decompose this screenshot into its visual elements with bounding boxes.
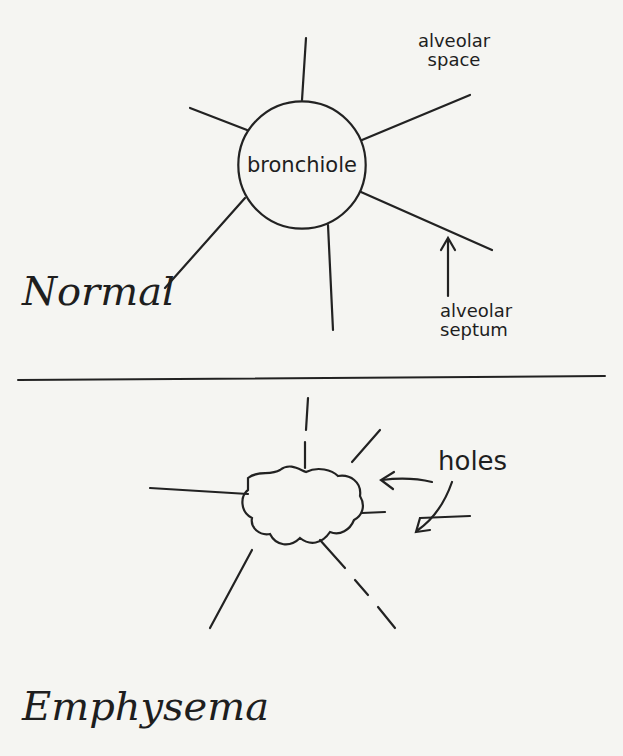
panel-title: Emphysema	[22, 685, 282, 727]
alveolar-septum-line	[165, 198, 245, 288]
broken-septum	[210, 550, 252, 628]
annotation-label: alveolar space	[408, 32, 500, 70]
annotation-label: holes	[438, 448, 548, 475]
alveolar-septum-line	[361, 192, 492, 250]
broken-septum	[355, 580, 368, 595]
divider-line	[18, 376, 605, 380]
panel-title: Normal	[22, 270, 222, 312]
pointer-arrow	[382, 479, 432, 482]
broken-septum	[378, 607, 395, 628]
alveolar-septum-line	[302, 38, 306, 100]
broken-septum	[304, 442, 306, 468]
broken-septum	[306, 398, 308, 430]
bronchiole-circle: bronchiole	[237, 100, 367, 230]
arrow-head	[416, 518, 430, 532]
arrow-head	[441, 238, 455, 250]
node-label: bronchiole	[247, 153, 357, 177]
broken-septum	[420, 516, 470, 518]
alveolar-septum-line	[362, 95, 470, 140]
broken-septum	[320, 540, 345, 568]
arrow-head	[381, 472, 394, 489]
broken-septum	[150, 488, 248, 494]
pointer-arrow	[418, 482, 452, 530]
alveolar-septum-line	[190, 108, 247, 130]
broken-septum	[352, 430, 380, 462]
broken-septum	[362, 512, 385, 513]
annotation-label: alveolar septum	[440, 302, 532, 340]
alveolar-septum-line	[328, 225, 333, 330]
pointer-arrow	[447, 240, 449, 296]
damaged-bronchiole	[242, 467, 362, 545]
